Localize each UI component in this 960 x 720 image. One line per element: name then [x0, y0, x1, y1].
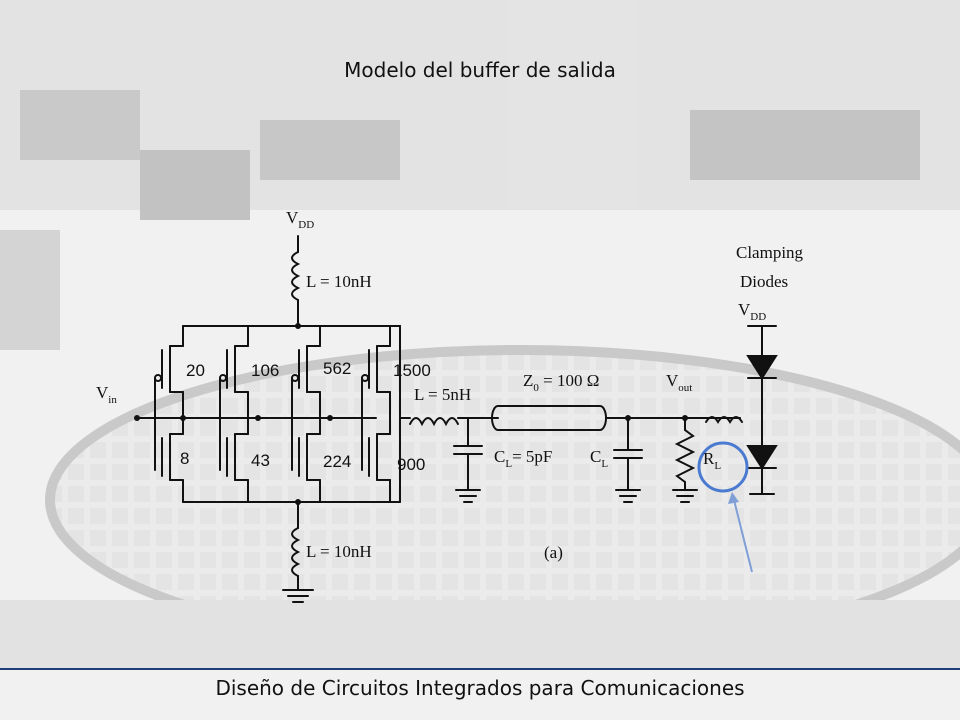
load-resistor [674, 429, 696, 483]
l-bottom-label: L = 10nH [306, 542, 372, 561]
pointer-arrow [733, 499, 753, 573]
cl-load-label: CL [590, 447, 608, 470]
footer-divider [0, 668, 960, 670]
stage-2 [219, 325, 249, 503]
clamping-label-line2: Diodes [740, 272, 788, 291]
nmos-size-2: 43 [251, 451, 270, 470]
clamping-label-line1: Clamping [736, 243, 804, 262]
bottom-inductor [291, 527, 301, 577]
top-inductor [291, 251, 301, 301]
vout-label: Vout [666, 371, 692, 394]
figure-caption: (a) [544, 543, 563, 562]
nmos-size-3: 224 [323, 452, 351, 471]
stage-3 [291, 325, 321, 503]
cl-5pf-label: CL= 5pF [494, 447, 552, 470]
vdd-right-label: VDD [738, 300, 766, 323]
slide-title: Modelo del buffer de salida [344, 58, 616, 82]
nmos-size-4: 900 [397, 455, 425, 474]
slide-footer: Diseño de Circuitos Integrados para Comu… [215, 676, 745, 700]
clamp-diode-top [746, 355, 778, 380]
vin-label: Vin [96, 383, 117, 406]
stage-1 [154, 325, 184, 503]
series-inductor [409, 417, 459, 427]
rl-label: RL [703, 449, 721, 472]
highlight-circle [697, 441, 749, 493]
z0-label: Z0 = 100 Ω [523, 371, 599, 394]
l-series-label: L = 5nH [414, 385, 471, 404]
l-top-label: L = 10nH [306, 272, 372, 291]
pmos-size-4: 1500 [393, 361, 431, 380]
package-inductor [705, 416, 743, 424]
stage-4 [361, 325, 401, 503]
vdd-top-label: VDD [286, 208, 314, 231]
nmos-size-1: 8 [180, 449, 189, 468]
clamp-diode-bottom [746, 445, 778, 470]
transmission-line [491, 405, 607, 431]
pmos-size-3: 562 [323, 359, 351, 378]
pmos-size-2: 106 [251, 361, 279, 380]
pmos-size-1: 20 [186, 361, 205, 380]
